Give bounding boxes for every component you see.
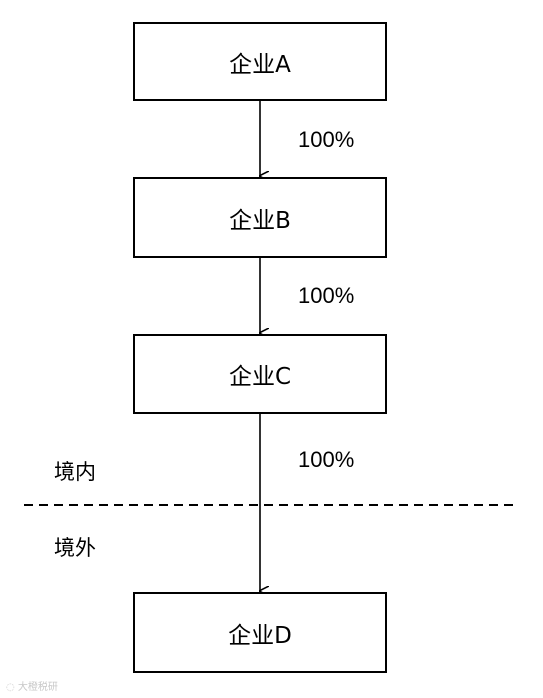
node-company-c-label: 企业C: [228, 364, 292, 390]
node-company-d: 企业D: [133, 592, 387, 673]
edge-label-c-d: 100%: [298, 447, 355, 472]
zone-label-overseas: 境外: [54, 536, 96, 560]
watermark: ◌ 大橙税研: [6, 678, 58, 693]
node-company-b-label: 企业B: [229, 207, 291, 234]
watermark-text: 大橙税研: [17, 682, 58, 693]
watermark-icon: ◌: [6, 682, 15, 693]
edge-label-b-c: 100%: [298, 283, 355, 308]
node-company-a: 企业A: [133, 22, 387, 101]
node-company-b: 企业B: [133, 177, 387, 258]
node-company-c: 企业C: [133, 334, 387, 414]
node-company-d-label: 企业D: [228, 622, 292, 649]
edge-label-a-b: 100%: [298, 127, 355, 152]
zone-label-domestic: 境内: [54, 460, 96, 484]
node-company-a-label: 企业A: [229, 51, 291, 78]
